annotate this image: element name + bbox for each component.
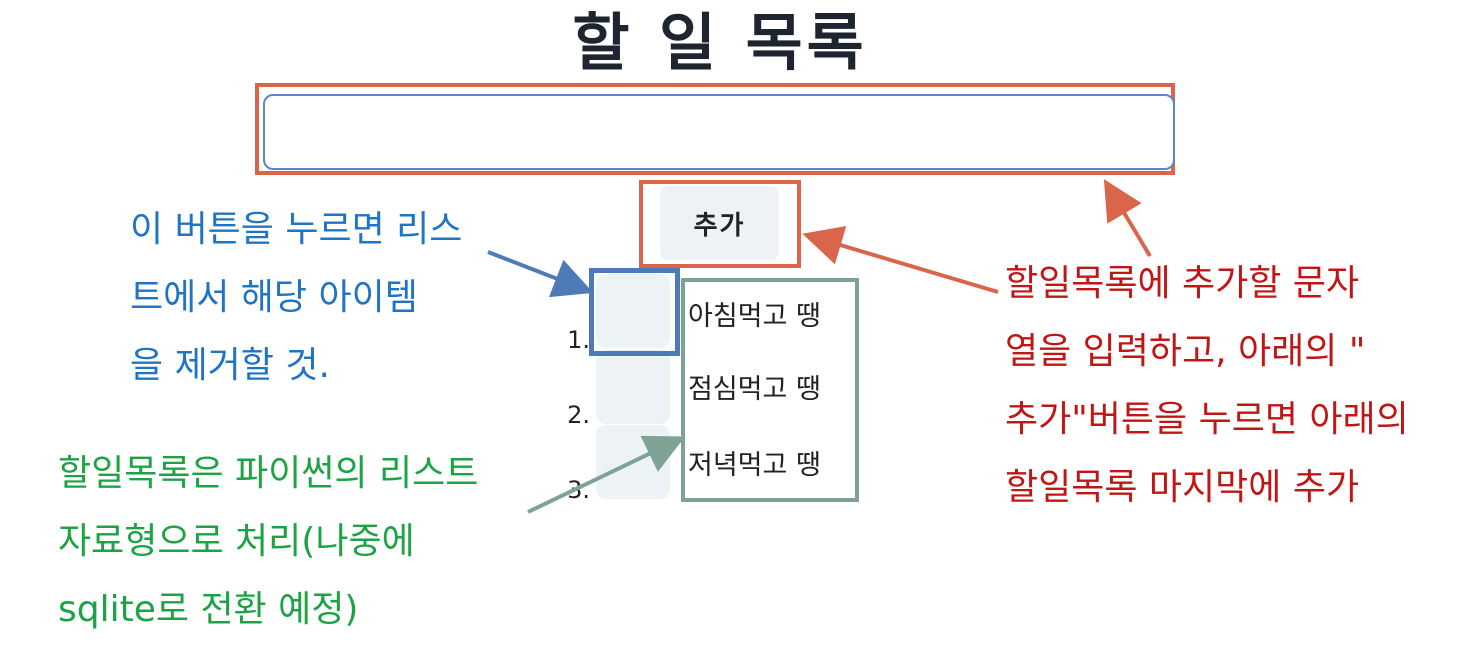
list-item-number: 2. xyxy=(567,401,590,429)
annotation-line: 할일목록에 추가할 문자 xyxy=(1005,263,1360,304)
delete-item-button[interactable] xyxy=(596,350,670,424)
item-text-highlight-frame xyxy=(681,278,859,502)
annotation-list-storage: 할일목록은 파이썬의 리스트 자료형으로 처리(나중에 sqlite로 전환 예… xyxy=(58,440,478,644)
delete-button-highlight-frame xyxy=(589,268,680,356)
annotation-line: 열을 입력하고, 아래의 " xyxy=(1005,331,1366,372)
annotation-line: 할일목록은 파이썬의 리스트 xyxy=(58,453,479,494)
annotation-line: 자료형으로 처리(나중에 xyxy=(58,521,415,562)
annotation-line: 이 버튼을 누르면 리스 xyxy=(130,209,463,250)
annotation-line: 트에서 해당 아이템 xyxy=(130,277,418,318)
list-item-text: 아침먹고 땡 xyxy=(688,301,821,332)
todo-input[interactable] xyxy=(263,94,1175,170)
arrow-to-delete-button xyxy=(487,250,594,298)
add-button-highlight-frame xyxy=(639,180,801,268)
arrow-to-input xyxy=(1103,179,1152,258)
delete-item-button[interactable] xyxy=(596,274,670,348)
list-item-number: 1. xyxy=(567,326,590,354)
arrow-to-item-list xyxy=(527,435,686,514)
arrow-to-add-button xyxy=(802,225,999,294)
annotation-line: 할일목록 마지막에 추가 xyxy=(1005,467,1360,508)
annotation-line: sqlite로 전환 예정) xyxy=(58,589,359,630)
annotation-line: 추가"버튼을 누르면 아래의 xyxy=(1005,399,1409,440)
annotation-delete-button: 이 버튼을 누르면 리스 트에서 해당 아이템 을 제거할 것. xyxy=(130,196,462,400)
annotation-line: 을 제거할 것. xyxy=(130,345,330,386)
list-item-text: 점심먹고 땡 xyxy=(688,374,821,405)
annotation-input-and-add: 할일목록에 추가할 문자 열을 입력하고, 아래의 " 추가"버튼을 누르면 아… xyxy=(1005,250,1409,522)
list-item-text: 저녁먹고 땡 xyxy=(688,450,821,481)
page-title: 할 일 목록 xyxy=(572,6,868,79)
add-button[interactable]: 추가 xyxy=(660,186,779,260)
